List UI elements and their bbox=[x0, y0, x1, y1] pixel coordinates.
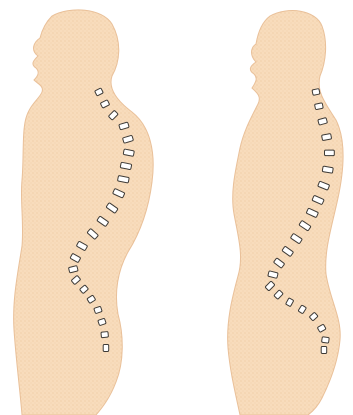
vertebra bbox=[321, 347, 327, 354]
vertebra bbox=[322, 166, 333, 173]
vertebra bbox=[324, 150, 334, 156]
vertebra bbox=[101, 332, 109, 338]
vertebra bbox=[103, 345, 109, 352]
figure-left bbox=[14, 10, 154, 415]
body-silhouette-left bbox=[14, 10, 154, 415]
vertebra bbox=[322, 337, 330, 343]
body-silhouette-right bbox=[228, 11, 343, 415]
vertebra bbox=[312, 89, 320, 96]
vertebra bbox=[322, 134, 332, 141]
figure-right bbox=[228, 11, 343, 415]
vertebra bbox=[315, 103, 324, 110]
